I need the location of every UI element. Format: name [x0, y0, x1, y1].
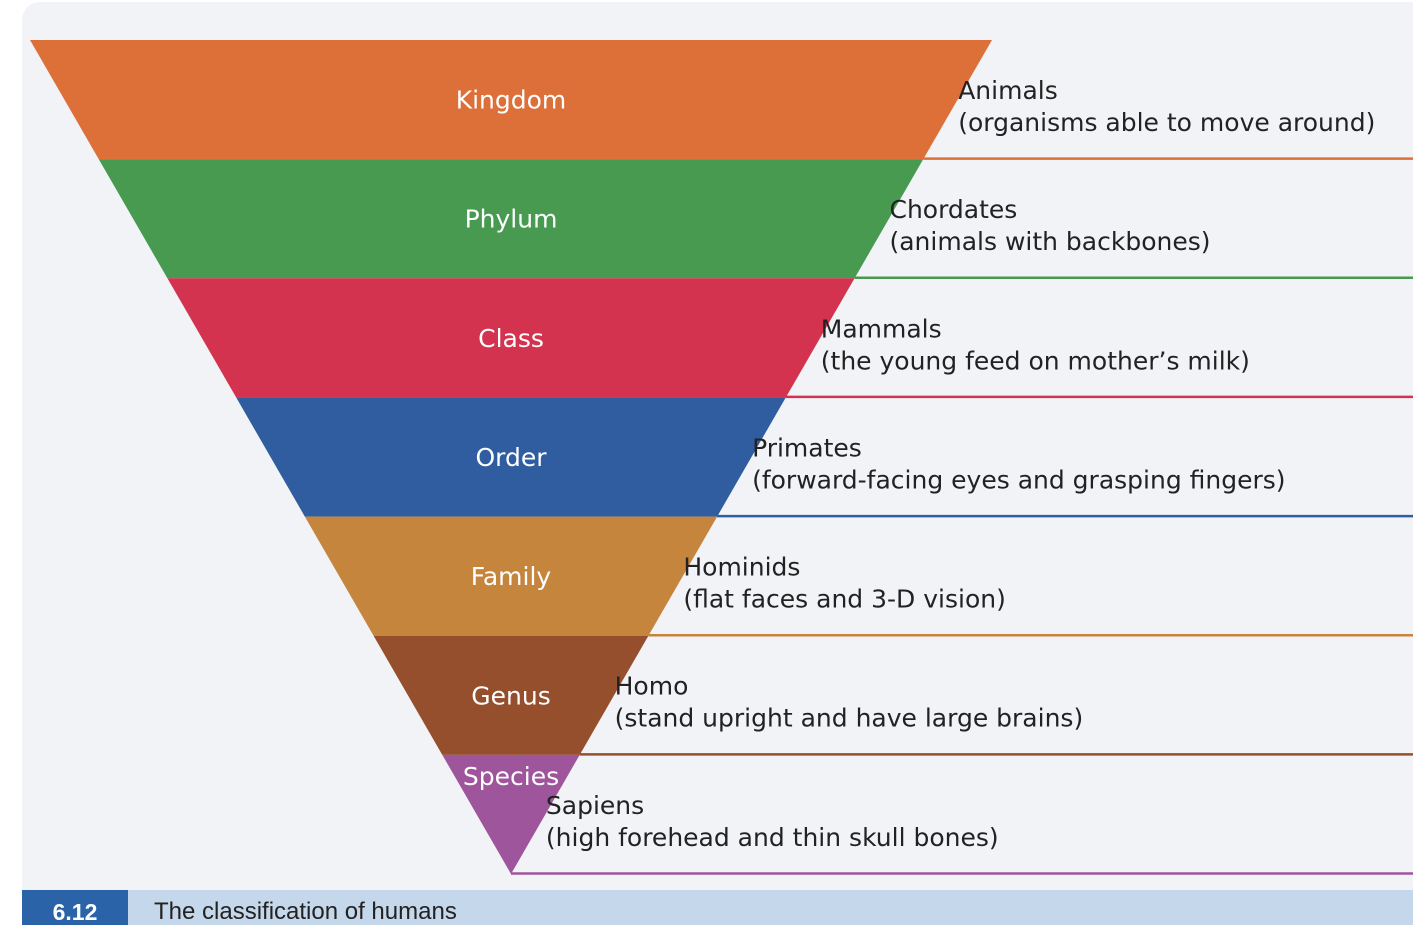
band-class — [167, 278, 855, 398]
group-description-phylum: (animals with backbones) — [889, 227, 1210, 256]
caption-number: 6.12 — [22, 890, 128, 925]
group-description-order: (forward-facing eyes and grasping finger… — [752, 465, 1285, 494]
band-genus — [373, 635, 649, 755]
classification-pyramid: Kingdom Animals (organisms able to move ar… — [30, 40, 1413, 875]
rank-label-species: Species — [463, 762, 559, 791]
band-family — [304, 516, 718, 636]
rank-label-genus: Genus — [471, 681, 550, 710]
group-description-class: (the young feed on mother’s milk) — [821, 346, 1250, 375]
group-name-order: Primates — [752, 433, 862, 462]
band-species — [442, 754, 580, 874]
group-name-class: Mammals — [821, 314, 942, 343]
group-description-family: (flat faces and 3-D vision) — [683, 585, 1006, 614]
group-name-species: Sapiens — [546, 791, 644, 820]
band-phylum — [98, 159, 924, 279]
caption-bar — [22, 890, 1413, 925]
rank-label-phylum: Phylum — [465, 205, 558, 234]
group-name-genus: Homo — [615, 672, 689, 701]
group-name-family: Hominids — [683, 553, 800, 582]
rank-label-order: Order — [475, 443, 547, 472]
group-description-kingdom: (organisms able to move around) — [958, 108, 1375, 137]
group-description-species: (high forehead and thin skull bones) — [546, 823, 999, 852]
rank-label-class: Class — [478, 324, 544, 353]
rank-label-kingdom: Kingdom — [456, 86, 567, 115]
rank-label-family: Family — [471, 562, 552, 591]
band-order — [236, 397, 786, 517]
band-kingdom — [30, 40, 992, 160]
group-name-kingdom: Animals — [958, 76, 1058, 105]
caption-title: The classification of humans — [154, 898, 457, 925]
group-description-genus: (stand upright and have large brains) — [615, 704, 1084, 733]
group-name-phylum: Chordates — [889, 195, 1017, 224]
